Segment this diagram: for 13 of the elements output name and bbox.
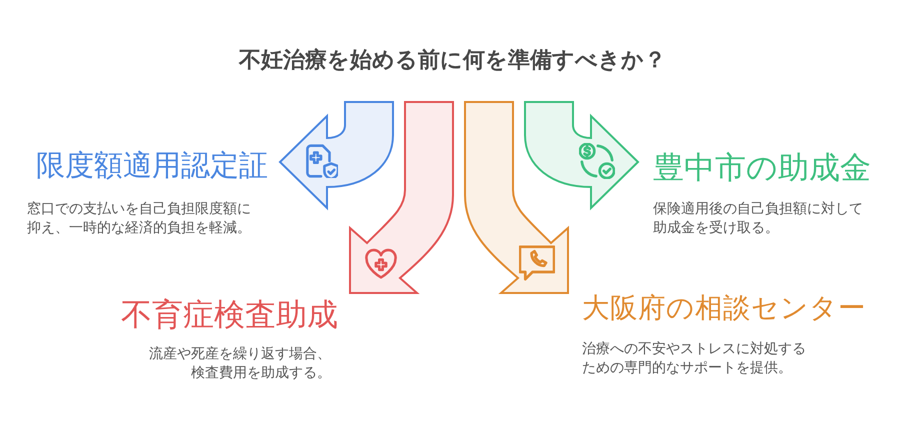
section-heading: 豊中市の助成金 (653, 150, 872, 186)
description-text: 治療への不安やストレスに対処するための専門的なサポートを提供。 (582, 340, 807, 378)
description-text: 保険適用後の自己負担額に対して助成金を受け取る。 (653, 200, 864, 238)
section-heading: 不育症検査助成 (120, 297, 338, 333)
title: 不妊治療を始める前に何を準備すべきか？ (238, 47, 667, 75)
curved-arrow (464, 101, 569, 294)
curved-arrow (349, 101, 454, 294)
section-heading: 大阪府の相談センター (582, 291, 867, 326)
description-text: 窓口での支払いを自己負担限度額に抑え、一時的な経済的負担を軽減。 (27, 200, 252, 238)
description-text: 流産や死産を繰り返す場合、検査費用を助成する。 (148, 345, 331, 383)
curved-arrow (279, 101, 394, 209)
curved-arrow (524, 101, 639, 209)
section-heading: 限度額適用認定証 (35, 147, 268, 183)
